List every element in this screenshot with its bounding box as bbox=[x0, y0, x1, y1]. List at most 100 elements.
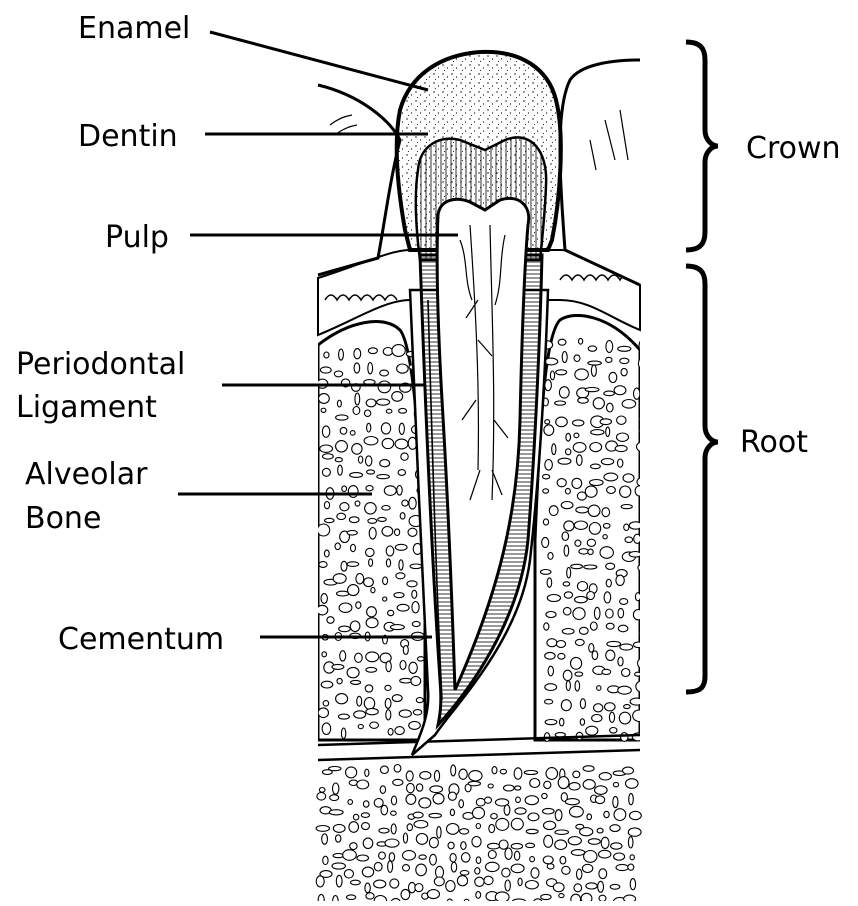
bone-cell bbox=[383, 597, 387, 601]
bone-cell bbox=[606, 623, 614, 629]
bone-cell bbox=[628, 828, 641, 836]
bone-cell bbox=[573, 771, 580, 778]
bone-cell bbox=[504, 785, 515, 791]
bone-cell bbox=[371, 587, 375, 592]
bone-cell bbox=[607, 641, 621, 646]
bone-cell bbox=[621, 505, 632, 509]
bone-cell bbox=[394, 765, 401, 773]
bone-cell bbox=[630, 698, 643, 705]
bone-cell bbox=[515, 808, 526, 814]
bone-cell bbox=[461, 853, 470, 862]
bone-cell bbox=[617, 433, 629, 441]
bone-cell bbox=[316, 826, 329, 832]
bone-cell bbox=[382, 438, 394, 448]
bone-cell bbox=[567, 567, 571, 578]
bone-cell bbox=[368, 519, 377, 524]
bone-cell bbox=[566, 681, 570, 691]
bone-cell bbox=[593, 398, 604, 409]
bone-cell bbox=[395, 439, 408, 449]
bone-cell bbox=[348, 585, 359, 596]
bone-cell bbox=[573, 608, 585, 620]
bone-cell bbox=[615, 445, 627, 451]
bone-cell bbox=[639, 417, 647, 422]
bone-cell bbox=[366, 618, 378, 628]
bone-cell bbox=[367, 470, 375, 474]
bone-cell bbox=[401, 453, 408, 460]
bone-cell bbox=[559, 387, 569, 398]
bone-cell bbox=[354, 349, 361, 359]
bone-cell bbox=[354, 711, 366, 718]
bone-cell bbox=[451, 765, 456, 776]
bone-cell bbox=[381, 805, 388, 815]
bone-cell bbox=[595, 796, 604, 804]
bone-cell bbox=[416, 834, 427, 845]
label-crown: Crown bbox=[746, 131, 841, 166]
bone-cell bbox=[530, 857, 535, 862]
bone-cell bbox=[590, 622, 597, 630]
bone-cell bbox=[604, 391, 615, 396]
bone-cell bbox=[558, 653, 565, 659]
bone-cell bbox=[329, 810, 343, 815]
bone-cell bbox=[475, 877, 484, 886]
bone-cell bbox=[363, 801, 369, 807]
bone-cell bbox=[320, 445, 333, 452]
bone-cell bbox=[613, 782, 618, 786]
bone-cell bbox=[434, 877, 444, 886]
bone-cell bbox=[374, 799, 383, 808]
bone-cell bbox=[600, 547, 613, 559]
bone-cell bbox=[329, 767, 341, 771]
bone-cell bbox=[618, 608, 624, 617]
bone-cell bbox=[352, 444, 362, 455]
bone-cell bbox=[433, 793, 444, 804]
bone-cell bbox=[544, 821, 556, 829]
bone-cell bbox=[525, 881, 538, 889]
bone-cell bbox=[562, 352, 567, 363]
bone-cell bbox=[545, 652, 555, 659]
bone-cell bbox=[336, 441, 348, 452]
bone-cell bbox=[587, 539, 595, 546]
bone-cell bbox=[590, 480, 604, 486]
bone-cell bbox=[556, 370, 567, 375]
bone-cell bbox=[592, 715, 602, 722]
bone-cell bbox=[640, 395, 644, 406]
bone-cell bbox=[610, 884, 620, 889]
bone-cell bbox=[618, 346, 631, 351]
bone-cell bbox=[484, 876, 493, 884]
bone-cell bbox=[488, 851, 496, 859]
bone-cell bbox=[511, 843, 522, 849]
bone-cell bbox=[579, 549, 589, 554]
bone-cell bbox=[430, 854, 437, 865]
bone-cell bbox=[640, 585, 645, 589]
bone-cell bbox=[350, 621, 360, 632]
bone-cell bbox=[476, 892, 481, 899]
bone-cell bbox=[555, 401, 566, 405]
bone-cell bbox=[565, 799, 579, 805]
bone-cell bbox=[362, 823, 370, 830]
bone-cell bbox=[588, 346, 596, 351]
bone-cell bbox=[591, 430, 604, 435]
bone-cell bbox=[320, 367, 331, 373]
bone-cell bbox=[355, 393, 360, 405]
bone-cell bbox=[606, 579, 611, 587]
bone-cell bbox=[492, 767, 497, 774]
bone-cell bbox=[333, 896, 339, 902]
bone-cell bbox=[332, 664, 344, 669]
bone-cell bbox=[459, 769, 467, 779]
bone-cell bbox=[491, 814, 498, 819]
bone-cell bbox=[390, 625, 404, 630]
bone-cell bbox=[610, 825, 620, 832]
bone-cell bbox=[582, 864, 592, 872]
bone-cell bbox=[636, 681, 649, 693]
bone-cell bbox=[562, 532, 569, 541]
bone-cell bbox=[543, 489, 549, 493]
bone-cell bbox=[640, 371, 645, 381]
bone-cell bbox=[408, 528, 417, 536]
bone-cell bbox=[322, 468, 330, 476]
bone-cell bbox=[619, 712, 630, 724]
bone-cell bbox=[391, 824, 396, 834]
bone-cell bbox=[316, 876, 324, 887]
bone-cell bbox=[409, 497, 416, 509]
bone-cell bbox=[552, 444, 556, 455]
bone-cell bbox=[368, 348, 377, 354]
bone-cell bbox=[630, 855, 634, 860]
